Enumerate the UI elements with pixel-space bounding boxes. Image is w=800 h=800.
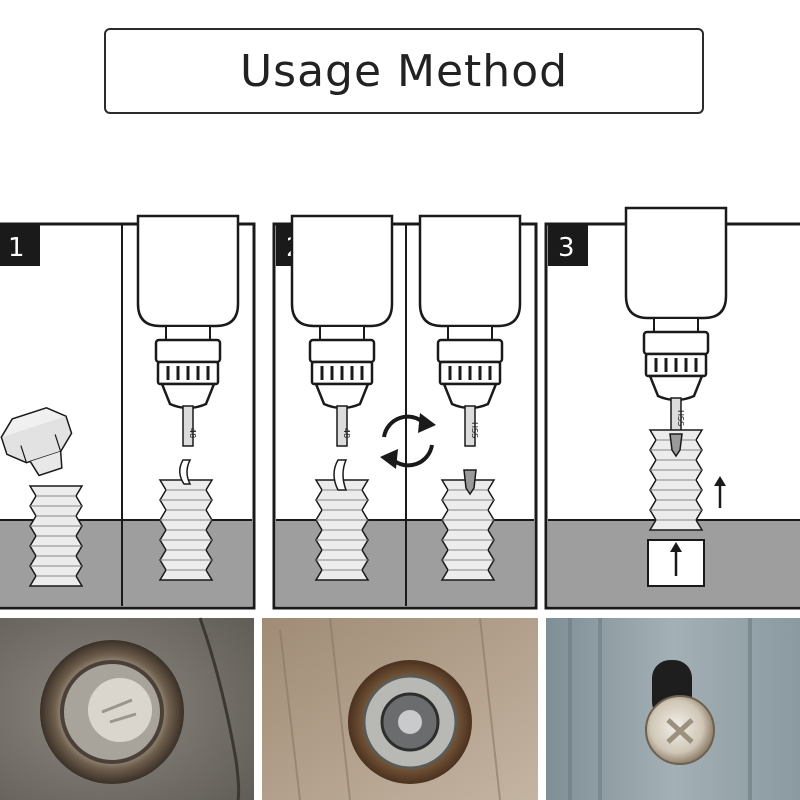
stripped-screw-photo (0, 617, 254, 800)
screw (159, 479, 213, 581)
bit-label-b: HSS (470, 422, 479, 438)
screw (315, 479, 369, 581)
step-number: 3 (558, 233, 575, 263)
rotate-arrows-icon (380, 413, 436, 469)
extractor-in-screw-photo (262, 617, 538, 800)
step-2-panel: 2 48 HSS (272, 214, 538, 610)
screw (29, 485, 83, 587)
page-title: Usage Method (239, 45, 569, 97)
bolt-head-icon (0, 407, 73, 477)
bit-label: 48 (188, 428, 197, 438)
step-badge (548, 224, 588, 266)
up-arrow-icon (670, 542, 682, 576)
step-1-panel: 1 48 (0, 214, 256, 610)
step-badge (0, 224, 40, 266)
title-box: Usage Method (104, 28, 704, 114)
up-arrow-icon (714, 476, 726, 508)
step-number: 1 (8, 233, 25, 263)
screw (441, 479, 495, 581)
step-3-panel: 3 HSS (544, 206, 800, 610)
removed-screw-photo (546, 618, 800, 800)
bit-label: HSS (676, 410, 685, 426)
bit-label: 48 (342, 428, 351, 438)
